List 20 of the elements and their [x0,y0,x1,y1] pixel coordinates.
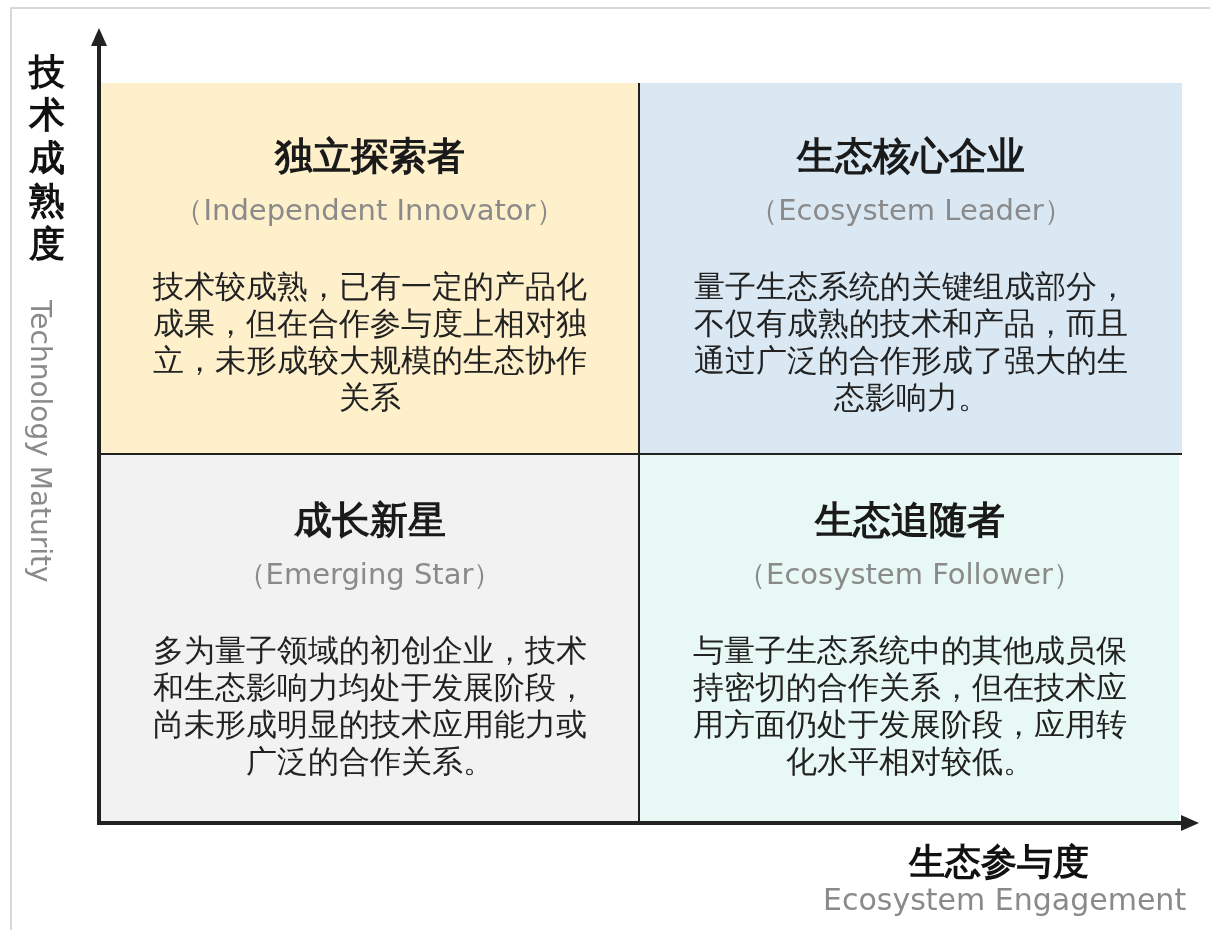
axis-subtitle: Ecosystem Engagement [823,882,1187,917]
quadrant-description: 多为量子领域的初创企业，技术和生态影响力均处于发展阶段，尚未形成明显的技术应用能力或广泛的合作关系。 [151,632,588,780]
quadrant-box [640,83,1182,455]
quadrant-subtitle: （Ecosystem Follower） [736,556,1083,593]
quadrant-title: 成长新星 [292,497,447,544]
quadrant-box [101,83,640,455]
axis-title: 生态参与度 [909,840,1089,884]
quadrant-box [101,455,640,822]
quadrant-subtitle: （Independent Innovator） [173,192,566,229]
quadrant-title: 独立探索者 [273,133,466,180]
quadrant-description: 量子生态系统的关键组成部分，不仅有成熟的技术和产品，而且通过广泛的合作形成了强大的生态影响力。 [693,268,1129,416]
axis-title: 技术成熟度 [27,50,66,265]
quadrant-description: 与量子生态系统中的其他成员保持密切的合作关系，但在技术应用方面仍处于发展阶段，应用转化水平相对较低。 [691,632,1128,780]
quadrant-subtitle: （Ecosystem Leader） [748,192,1074,229]
axis-subtitle: Technology Maturity [24,300,57,583]
quadrant-description: 技术较成熟，已有一定的产品化成果，但在合作参与度上相对独立，未形成较大规模的生态协作关系 [151,268,588,416]
quadrant-title: 生态核心企业 [795,133,1026,180]
quadrant-title: 生态追随者 [813,497,1006,544]
quadrant-subtitle: （Emerging Star） [235,556,504,593]
quadrant-box [640,455,1179,822]
